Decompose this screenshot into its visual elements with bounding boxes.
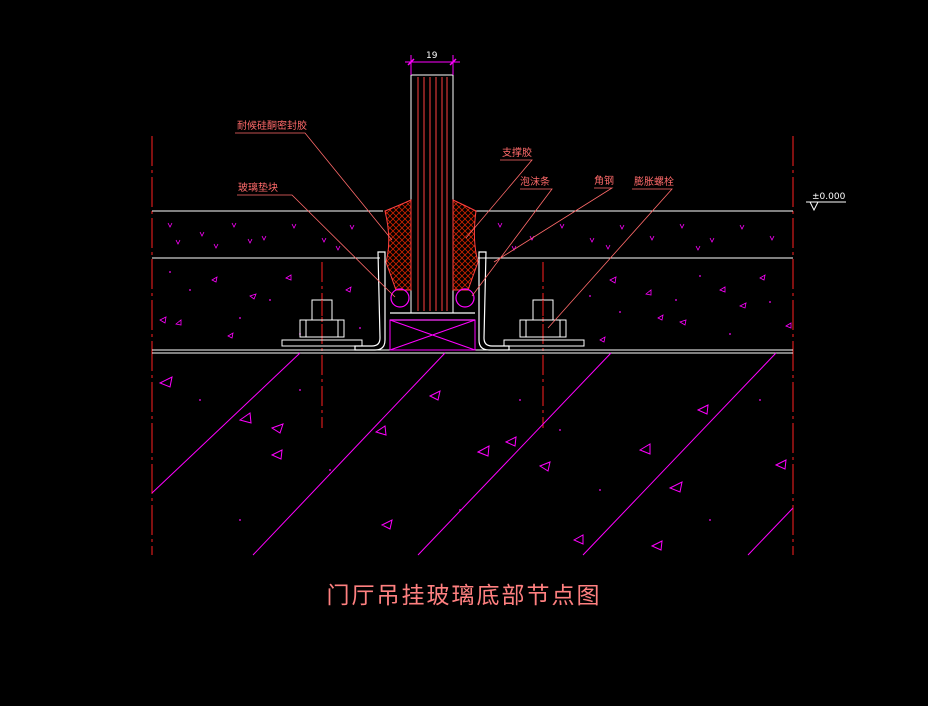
layer-lines <box>152 210 793 354</box>
sealant-fill <box>384 199 479 291</box>
dimension-text: 19 <box>426 51 438 61</box>
expansion-bolt-left <box>281 299 363 347</box>
screed-hatch <box>159 271 792 343</box>
glass-panel <box>410 74 454 314</box>
label-glass-pad: 玻璃垫块 <box>238 181 278 194</box>
axis-lines <box>151 136 794 555</box>
leader-lines <box>235 132 673 329</box>
label-expansion-bolt: 膨胀螺栓 <box>634 175 674 188</box>
dimension-19: 19 <box>405 51 460 75</box>
foam-strip <box>390 288 475 308</box>
elevation-text: ±0.000 <box>812 192 846 202</box>
glass-pad-block <box>389 319 476 351</box>
labels: 耐候硅酮密封胶 玻璃垫块 支撑胶 泡沫条 角钢 膨胀螺栓 <box>237 119 674 194</box>
label-sealant: 耐候硅酮密封胶 <box>237 119 307 132</box>
elevation-mark: ±0.000 <box>806 192 846 212</box>
label-foam-strip: 泡沫条 <box>520 175 550 188</box>
finish-layer-hatch <box>167 222 775 251</box>
label-angle-steel: 角钢 <box>594 174 614 187</box>
drawing-title: 门厅吊挂玻璃底部节点图 <box>326 583 602 609</box>
slab-hatch <box>151 352 794 556</box>
expansion-bolt-right <box>503 299 585 347</box>
label-support-glue: 支撑胶 <box>502 146 532 159</box>
